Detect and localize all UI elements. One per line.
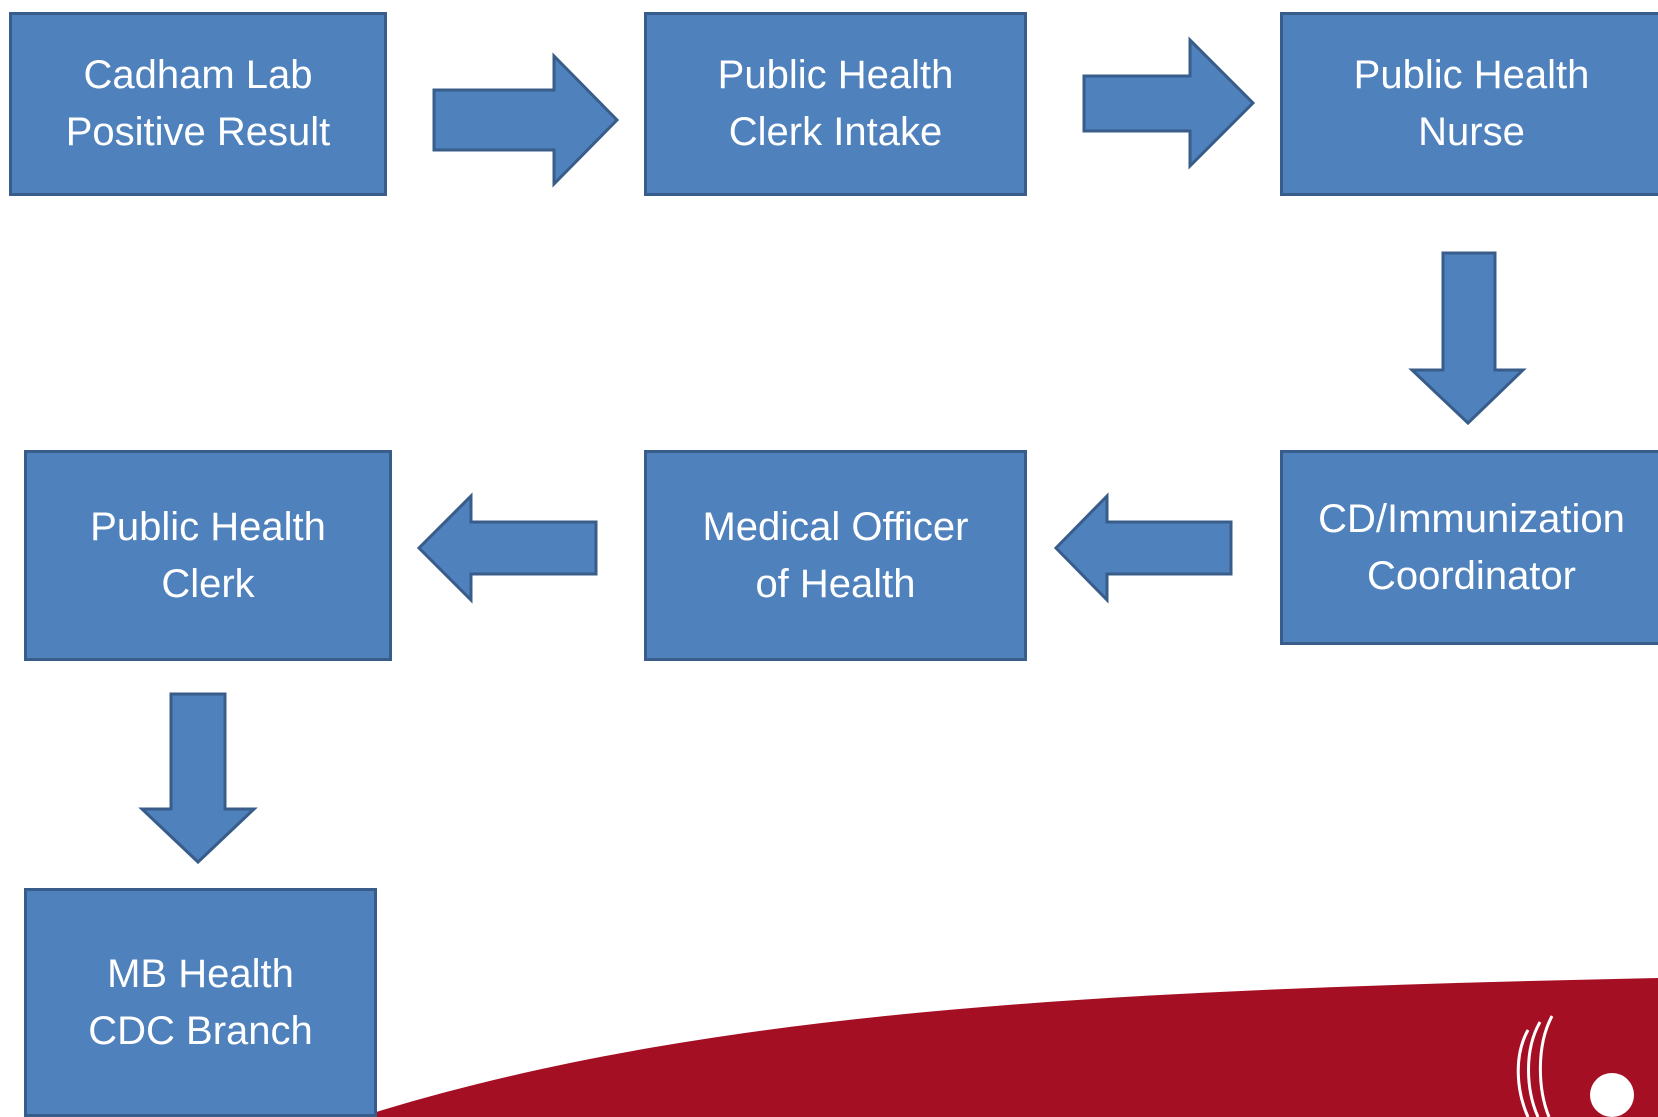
node-label-line: Clerk <box>161 561 255 606</box>
node-label-line: Clerk Intake <box>728 110 943 154</box>
node-label-line: Public Health <box>1353 53 1590 97</box>
arrow-right-icon <box>432 52 620 188</box>
arrow-left-icon <box>1053 492 1233 604</box>
node-mb-health: MB Health CDC Branch <box>24 888 377 1117</box>
arrow-down-icon <box>1408 251 1527 426</box>
node-coordinator: CD/Immunization Coordinator <box>1280 450 1658 645</box>
node-label-line: Public Health <box>90 504 326 549</box>
arrow-down-icon <box>138 692 258 865</box>
node-label-line: CDC Branch <box>88 1008 313 1053</box>
node-cadham-lab: Cadham Lab Positive Result <box>9 12 387 196</box>
arrow-left-icon <box>416 492 598 604</box>
footer-red-band <box>360 978 1658 1117</box>
node-label-line: Coordinator <box>1366 553 1576 598</box>
node-label-line: Cadham Lab <box>83 53 313 97</box>
node-label-line: CD/Immunization <box>1318 496 1625 541</box>
logo-icon <box>1516 1015 1554 1117</box>
node-medical-officer: Medical Officer of Health <box>644 450 1027 661</box>
node-label-line: MB Health <box>107 951 294 996</box>
node-label-line: Medical Officer <box>702 504 969 549</box>
node-label-line: of Health <box>755 561 916 606</box>
node-label-line: Public Health <box>717 53 954 97</box>
arrow-right-icon <box>1082 36 1256 170</box>
node-nurse: Public Health Nurse <box>1280 12 1658 196</box>
node-label-line: Nurse <box>1418 110 1525 154</box>
node-clerk: Public Health Clerk <box>24 450 392 661</box>
node-label-line: Positive Result <box>65 110 331 154</box>
node-clerk-intake: Public Health Clerk Intake <box>644 12 1027 196</box>
logo-dot-icon <box>1590 1073 1634 1117</box>
